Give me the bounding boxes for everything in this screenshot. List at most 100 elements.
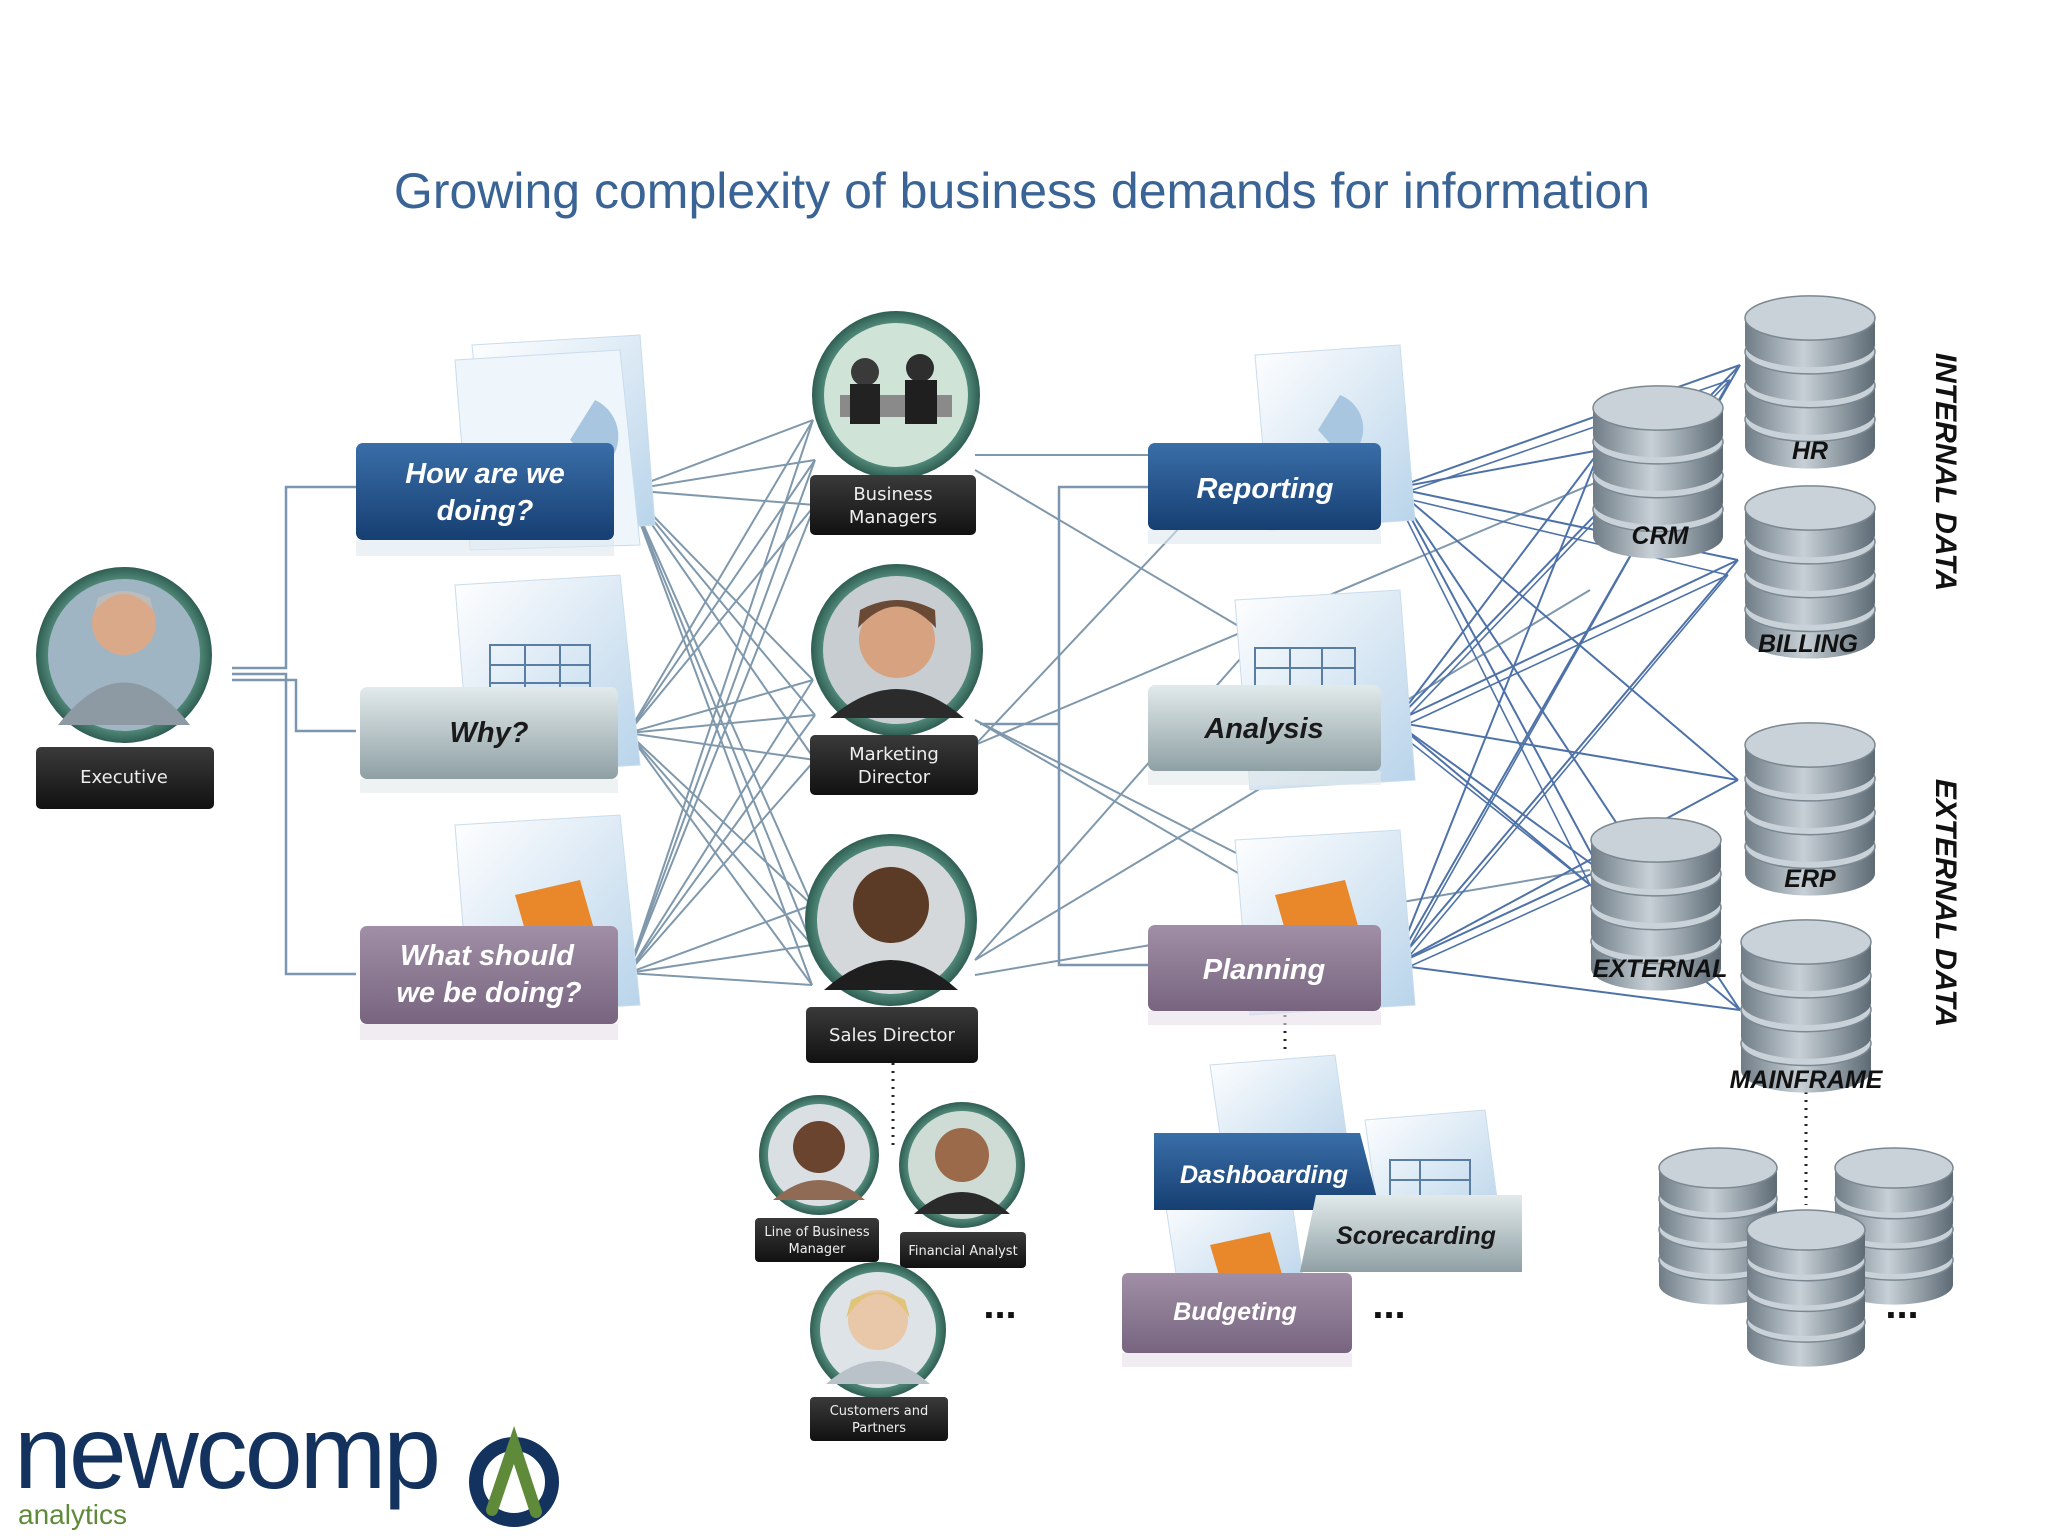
connector-line: [627, 732, 813, 986]
database-erp[interactable]: [1744, 722, 1876, 896]
database-label-erp: ERP: [1784, 865, 1836, 893]
connector-line: [627, 489, 816, 761]
connector-line: [1394, 884, 1591, 974]
connector-line: [627, 904, 813, 974]
function-label: Dashboarding: [1180, 1161, 1348, 1189]
connector-line: [1394, 869, 1601, 966]
connector-line: [1394, 487, 1601, 871]
person-executive[interactable]: Executive: [36, 567, 214, 809]
person-sales-director[interactable]: Sales Director: [805, 834, 978, 1063]
connector-line: [627, 714, 816, 734]
function-box-scorecarding[interactable]: Scorecarding: [1300, 1195, 1522, 1272]
person-label: Director: [858, 767, 931, 788]
connector-line: [1394, 721, 1739, 781]
function-label: Reporting: [1197, 473, 1334, 505]
function-label: Planning: [1203, 954, 1326, 986]
connector-line: [627, 732, 813, 906]
database-stacks: [1590, 295, 1954, 1367]
database-label-mainframe: MAINFRAME: [1730, 1066, 1884, 1094]
function-label: Budgeting: [1173, 1298, 1297, 1326]
question-box-how-are-we-doing[interactable]: How are we doing?: [356, 443, 614, 556]
ellipsis-more-databases: ...: [1885, 1283, 1918, 1327]
database-disk-top: [1590, 817, 1722, 863]
database-disk-top: [1744, 722, 1876, 768]
ellipsis-more-functions: ...: [1372, 1283, 1405, 1327]
connector-line: [627, 679, 814, 734]
connector-line: [1394, 729, 1591, 886]
connector-line: [1394, 559, 1739, 966]
question-box-what-should-we-be-doing[interactable]: What should we be doing?: [360, 926, 618, 1040]
database-disk-top: [1834, 1147, 1954, 1189]
connector-line: [627, 944, 813, 974]
logo-tagline: analytics: [18, 1499, 127, 1530]
database-disk-top: [1746, 1209, 1866, 1251]
question-label: Why?: [450, 717, 529, 749]
connector-line: [627, 419, 814, 491]
person-label: Executive: [80, 767, 168, 788]
person-label: Business: [853, 484, 932, 505]
database-crm[interactable]: [1592, 385, 1724, 559]
function-box-planning[interactable]: Planning: [1148, 925, 1381, 1025]
person-label: Partners: [852, 1421, 906, 1436]
database-extra[interactable]: [1746, 1209, 1866, 1367]
connector-line: [1394, 779, 1739, 966]
connector-line: [974, 719, 1251, 881]
database-disk-top: [1744, 485, 1876, 531]
connector-line: [1394, 449, 1601, 489]
person-label: Marketing: [849, 744, 939, 765]
connector-line: [627, 759, 816, 974]
connector-line: [974, 719, 1241, 856]
person-marketing-director[interactable]: Marketing Director: [810, 564, 983, 795]
page-title: Growing complexity of business demands f…: [394, 163, 1650, 219]
connector-line: [1394, 964, 1741, 1011]
person-label: Sales Director: [829, 1025, 956, 1046]
connector-line: [627, 504, 816, 974]
database-extra[interactable]: [1658, 1147, 1778, 1305]
connector-line: [1394, 364, 1741, 489]
connector-line: [627, 972, 813, 986]
connector-line: [627, 489, 813, 986]
person-customers-and-partners[interactable]: Customers and Partners: [810, 1262, 948, 1441]
person-label: Financial Analyst: [908, 1244, 1017, 1259]
function-box-reporting[interactable]: Reporting: [1148, 443, 1381, 544]
connector-line: [627, 489, 813, 946]
person-label: Manager: [789, 1242, 847, 1257]
function-box-budgeting[interactable]: Budgeting: [1122, 1273, 1352, 1367]
connector-line: [974, 469, 1263, 641]
connector-line: [627, 714, 816, 974]
person-line-of-business-manager[interactable]: Line of Business Manager: [755, 1095, 879, 1262]
database-hr[interactable]: [1744, 295, 1876, 469]
connector-line: [1394, 495, 1591, 886]
person-financial-analyst[interactable]: Financial Analyst: [899, 1102, 1026, 1268]
internal-data-label: INTERNAL DATA: [1929, 353, 1962, 591]
database-external[interactable]: [1590, 817, 1722, 991]
connector-line: [1394, 559, 1739, 723]
person-business-managers[interactable]: Business Managers: [810, 311, 980, 535]
function-box-analysis[interactable]: Analysis: [1148, 685, 1381, 785]
connector-line: [627, 679, 814, 974]
database-disk-top: [1744, 295, 1876, 341]
question-box-why[interactable]: Why?: [360, 687, 618, 793]
database-billing[interactable]: [1744, 485, 1876, 659]
person-label: Line of Business: [764, 1225, 869, 1240]
connector-line: [627, 732, 813, 946]
function-box-dashboarding[interactable]: Dashboarding: [1154, 1133, 1380, 1210]
person-label: Customers and: [830, 1404, 929, 1419]
database-label-crm: CRM: [1632, 522, 1690, 550]
connector-line: [627, 489, 814, 681]
person-label: Managers: [849, 507, 937, 528]
ellipsis-more-people: ...: [983, 1283, 1016, 1327]
newcomp-logo: newcomp analytics: [14, 1395, 559, 1530]
connector-line: [1394, 574, 1729, 731]
database-mainframe[interactable]: [1740, 919, 1872, 1093]
database-label-external: EXTERNAL: [1593, 955, 1728, 983]
question-label: doing?: [437, 495, 534, 527]
connector-line: [1394, 487, 1739, 781]
connector-line: [627, 732, 816, 761]
database-disk-top: [1658, 1147, 1778, 1189]
executive-bracket: [232, 485, 1152, 976]
question-documents: [454, 334, 656, 1016]
connector-line: [627, 489, 816, 716]
question-label: How are we: [405, 458, 565, 490]
